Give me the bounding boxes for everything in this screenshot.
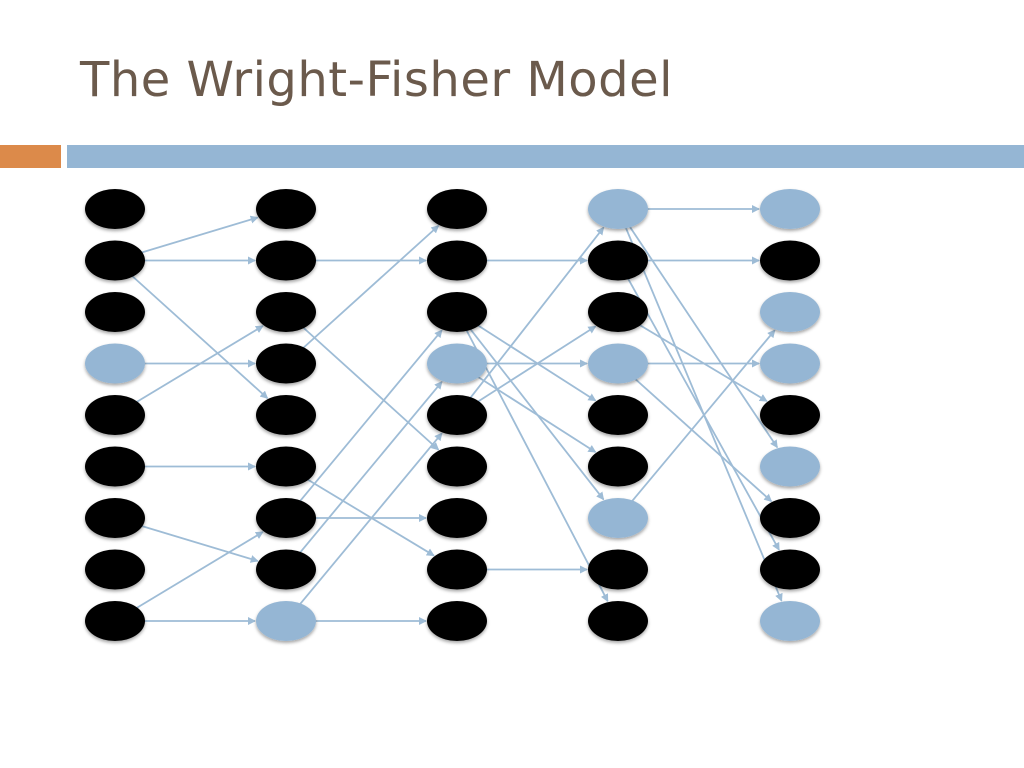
arrow-gen2-row8-to-gen3-row4 xyxy=(298,380,443,555)
individual-gen2-row5-black xyxy=(256,395,316,435)
individual-gen3-row7-black xyxy=(427,498,487,538)
individual-gen5-row6-blue xyxy=(760,446,820,487)
arrow-gen4-row1-to-gen5-row9 xyxy=(624,226,783,602)
arrow-gen2-row4-to-gen3-row1 xyxy=(301,225,440,350)
individual-gen3-row1-black xyxy=(427,189,487,229)
individual-gen5-row5-black xyxy=(760,395,820,435)
individual-gen4-row6-black xyxy=(588,446,648,487)
individual-gen2-row6-black xyxy=(256,446,316,487)
arrow-gen4-row7-to-gen5-row3 xyxy=(630,329,776,503)
individual-gen5-row3-blue xyxy=(760,292,820,332)
individual-gen4-row4-blue xyxy=(588,343,648,384)
arrow-gen1-row2-to-gen2-row5 xyxy=(130,274,269,399)
individual-gen3-row5-black xyxy=(427,395,487,435)
individual-gen4-row8-black xyxy=(588,549,648,590)
individual-gen5-row2-black xyxy=(760,240,820,281)
arrow-gen1-row7-to-gen2-row8 xyxy=(140,524,259,563)
slide-title: The Wright-Fisher Model xyxy=(80,52,673,108)
parent-child-arrows xyxy=(130,205,783,625)
arrow-gen3-row3-to-gen4-row9 xyxy=(465,328,609,603)
individuals xyxy=(85,189,820,641)
arrow-gen4-row4-to-gen5-row7 xyxy=(633,377,773,502)
arrow-gen2-row6-to-gen3-row8 xyxy=(306,478,435,557)
individual-gen5-row1-blue xyxy=(760,189,820,229)
individual-gen3-row9-black xyxy=(427,601,487,641)
individual-gen3-row6-black xyxy=(427,446,487,487)
individual-gen1-row2-black xyxy=(85,240,145,281)
accent-bar-blue xyxy=(67,145,1024,168)
individual-gen5-row4-blue xyxy=(760,343,820,384)
individual-gen4-row9-black xyxy=(588,601,648,641)
individual-gen1-row4-blue xyxy=(85,343,145,384)
individual-gen2-row7-black xyxy=(256,498,316,538)
individual-gen5-row7-black xyxy=(760,498,820,538)
individual-gen2-row4-black xyxy=(256,343,316,384)
arrow-gen2-row3-to-gen3-row6 xyxy=(301,326,440,451)
arrow-gen1-row9-to-gen2-row7 xyxy=(135,531,264,610)
individual-gen3-row4-blue xyxy=(427,343,487,384)
individual-gen2-row1-black xyxy=(256,189,316,229)
arrow-gen1-row2-to-gen2-row1 xyxy=(140,215,259,254)
individual-gen4-row5-black xyxy=(588,395,648,435)
individual-gen5-row8-black xyxy=(760,549,820,590)
arrow-gen4-row1-to-gen5-row6 xyxy=(628,225,778,449)
arrow-gen3-row5-to-gen4-row1 xyxy=(468,226,605,400)
arrow-gen2-row7-to-gen3-row3 xyxy=(298,329,443,503)
individual-gen1-row3-black xyxy=(85,292,145,332)
individual-gen3-row2-black xyxy=(427,240,487,281)
individual-gen5-row9-blue xyxy=(760,601,820,641)
individual-gen4-row7-blue xyxy=(588,498,648,538)
individual-gen1-row5-black xyxy=(85,395,145,435)
arrow-gen2-row9-to-gen3-row5 xyxy=(298,432,443,606)
individual-gen3-row3-black xyxy=(427,292,487,332)
individual-gen4-row1-blue xyxy=(588,189,648,229)
individual-gen2-row8-black xyxy=(256,549,316,590)
individual-gen1-row9-black xyxy=(85,601,145,641)
individual-gen1-row7-black xyxy=(85,498,145,538)
individual-gen2-row9-blue xyxy=(256,601,316,641)
arrow-gen3-row3-to-gen4-row5 xyxy=(476,324,597,402)
arrow-gen3-row3-to-gen4-row7 xyxy=(468,327,605,501)
individual-gen1-row6-black xyxy=(85,446,145,487)
individual-gen1-row1-black xyxy=(85,189,145,229)
individual-gen4-row2-black xyxy=(588,240,648,281)
individual-gen2-row2-black xyxy=(256,240,316,281)
individual-gen1-row8-black xyxy=(85,549,145,590)
individual-gen4-row3-black xyxy=(588,292,648,332)
accent-bar-orange xyxy=(0,145,61,168)
individual-gen2-row3-black xyxy=(256,292,316,332)
individual-gen3-row8-black xyxy=(427,549,487,590)
